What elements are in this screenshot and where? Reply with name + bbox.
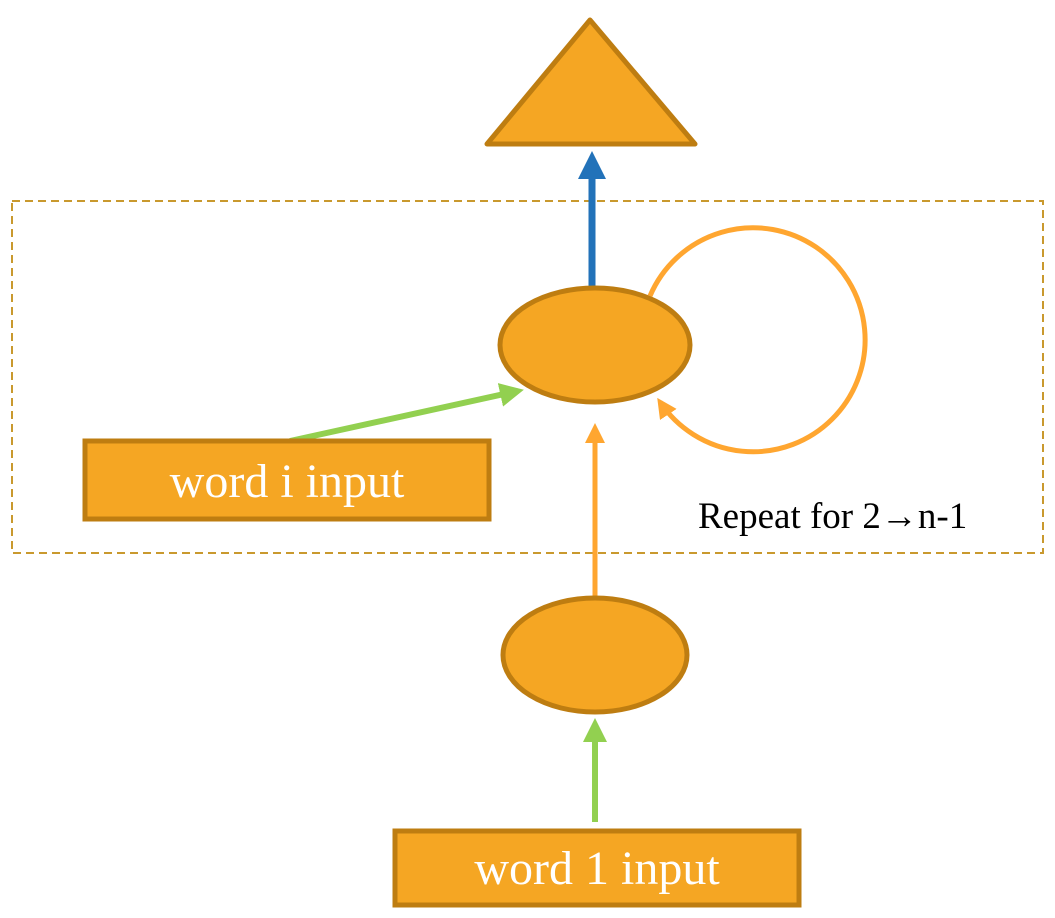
word-i-input-label: word i input <box>170 455 405 508</box>
self-loop-arrow <box>647 225 868 455</box>
word-1-input-box <box>392 828 802 908</box>
output-triangle-node <box>484 17 698 147</box>
word-i-input-box <box>82 438 492 522</box>
word-1-input-label: word 1 input <box>474 842 720 895</box>
word-i-input-arrow <box>289 383 524 444</box>
repeat-region-border <box>11 200 1044 554</box>
first-state-node <box>500 595 690 715</box>
hidden-state-node <box>497 285 693 405</box>
repeat-annotation: Repeat for 2→n-1 <box>698 496 967 537</box>
